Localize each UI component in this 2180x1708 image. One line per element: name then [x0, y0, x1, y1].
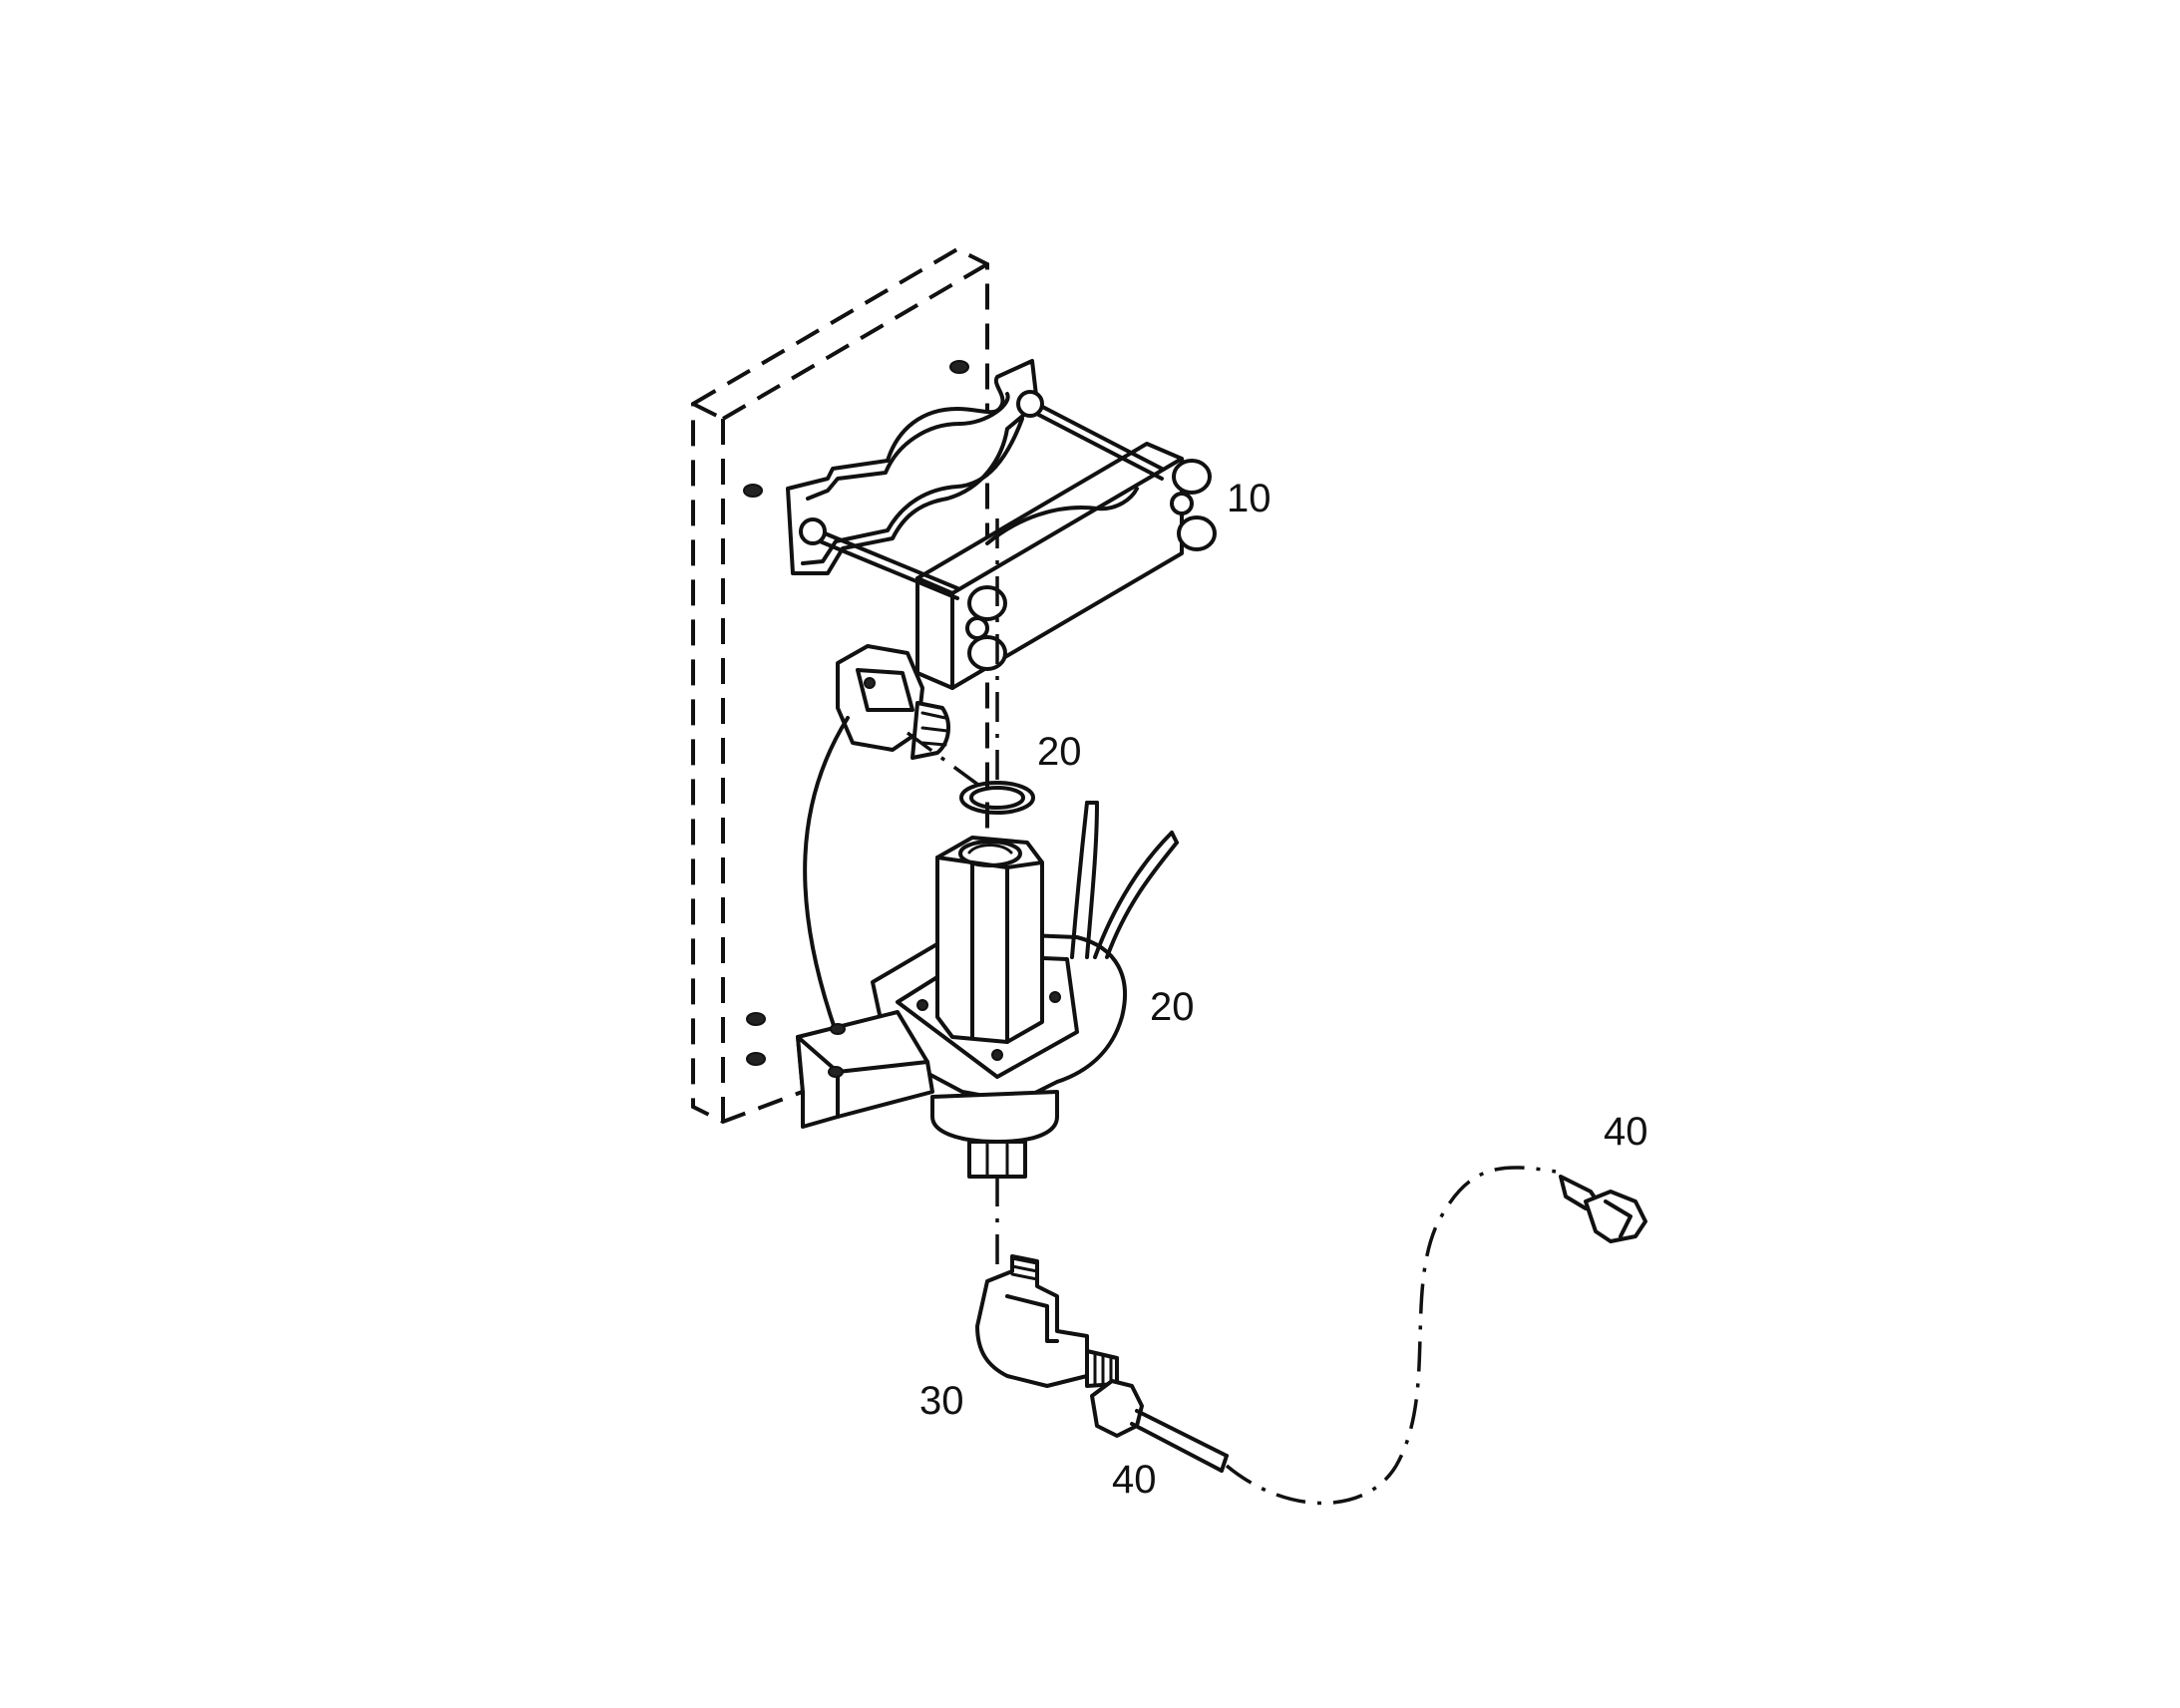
mounting-l-bracket — [746, 1010, 934, 1129]
o-ring — [959, 781, 1035, 815]
callout-40-bolt: 40 — [1604, 1110, 1648, 1154]
pipe-clamp-bracket — [743, 359, 1217, 690]
callout-40-tube: 40 — [1112, 1458, 1157, 1502]
bleed-bolt — [1559, 1175, 1647, 1243]
pressure-switch — [871, 801, 1179, 1179]
callout-10: 10 — [1227, 477, 1272, 520]
callout-30: 30 — [919, 1379, 964, 1423]
callout-20-oring: 20 — [1037, 730, 1082, 774]
elbow-fitting — [975, 1254, 1119, 1388]
capillary-tube — [1090, 1166, 1557, 1506]
callout-20-switch: 20 — [1150, 985, 1195, 1029]
